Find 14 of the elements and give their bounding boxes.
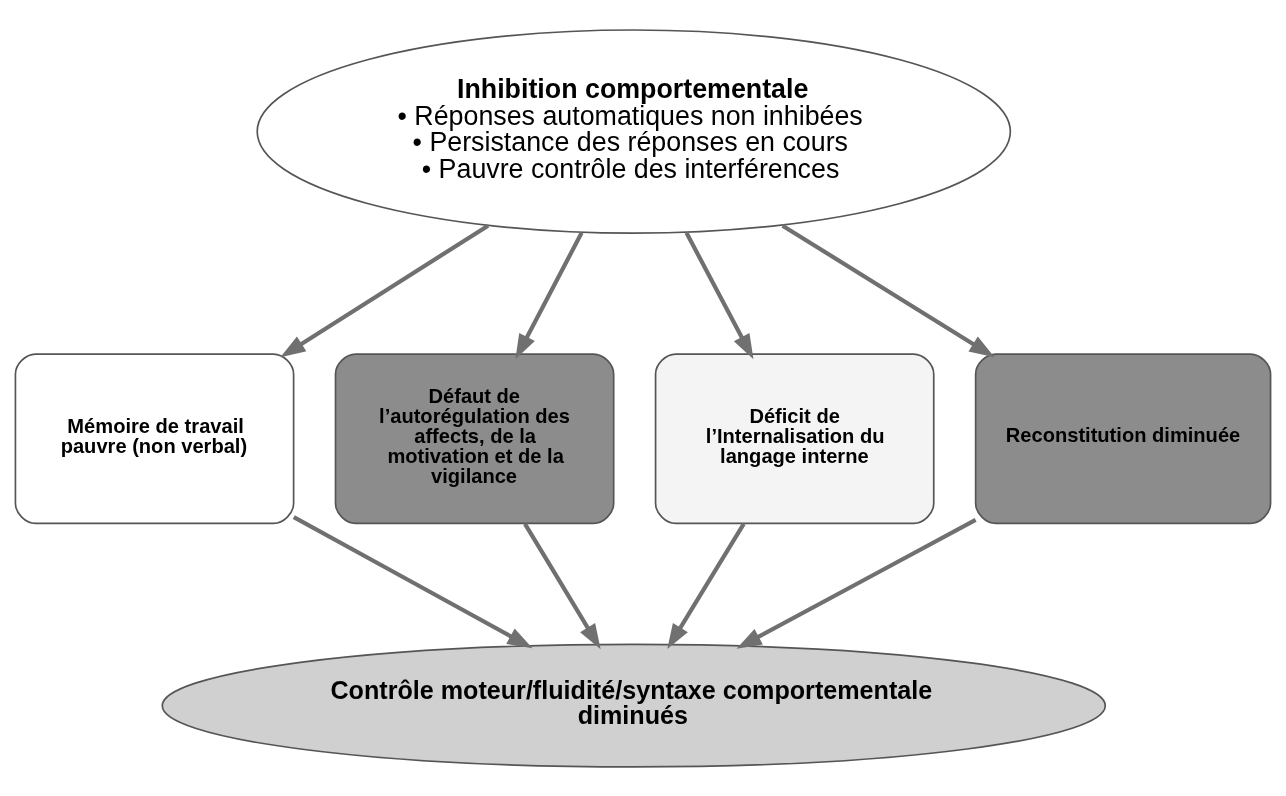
node-box: Déficit de l’Internalisation du langage interne (654, 352, 935, 524)
arrow (667, 522, 746, 649)
arrow (523, 522, 601, 649)
node-ellipse: Contrôle moteur/fluidité/syntaxe comportementale diminués (161, 643, 1107, 768)
arrow (280, 223, 490, 357)
arrow (781, 223, 995, 357)
arrow (684, 231, 754, 359)
arrow (736, 517, 977, 649)
node-box: Défaut de l’autorégulation des affects, de la motivation et de la vigilance (334, 352, 615, 524)
node-box: Mémoire de travail pauvre (non verbal) (14, 352, 295, 524)
arrow (292, 514, 533, 648)
node-box: Reconstitution diminuée (974, 352, 1272, 524)
arrow (515, 231, 584, 359)
node-ellipse: Inhibition comportementale • Réponses automatiques non inhibées • Persistance des réponses en cours • Pauvre contrôle des interférences (256, 28, 1012, 234)
